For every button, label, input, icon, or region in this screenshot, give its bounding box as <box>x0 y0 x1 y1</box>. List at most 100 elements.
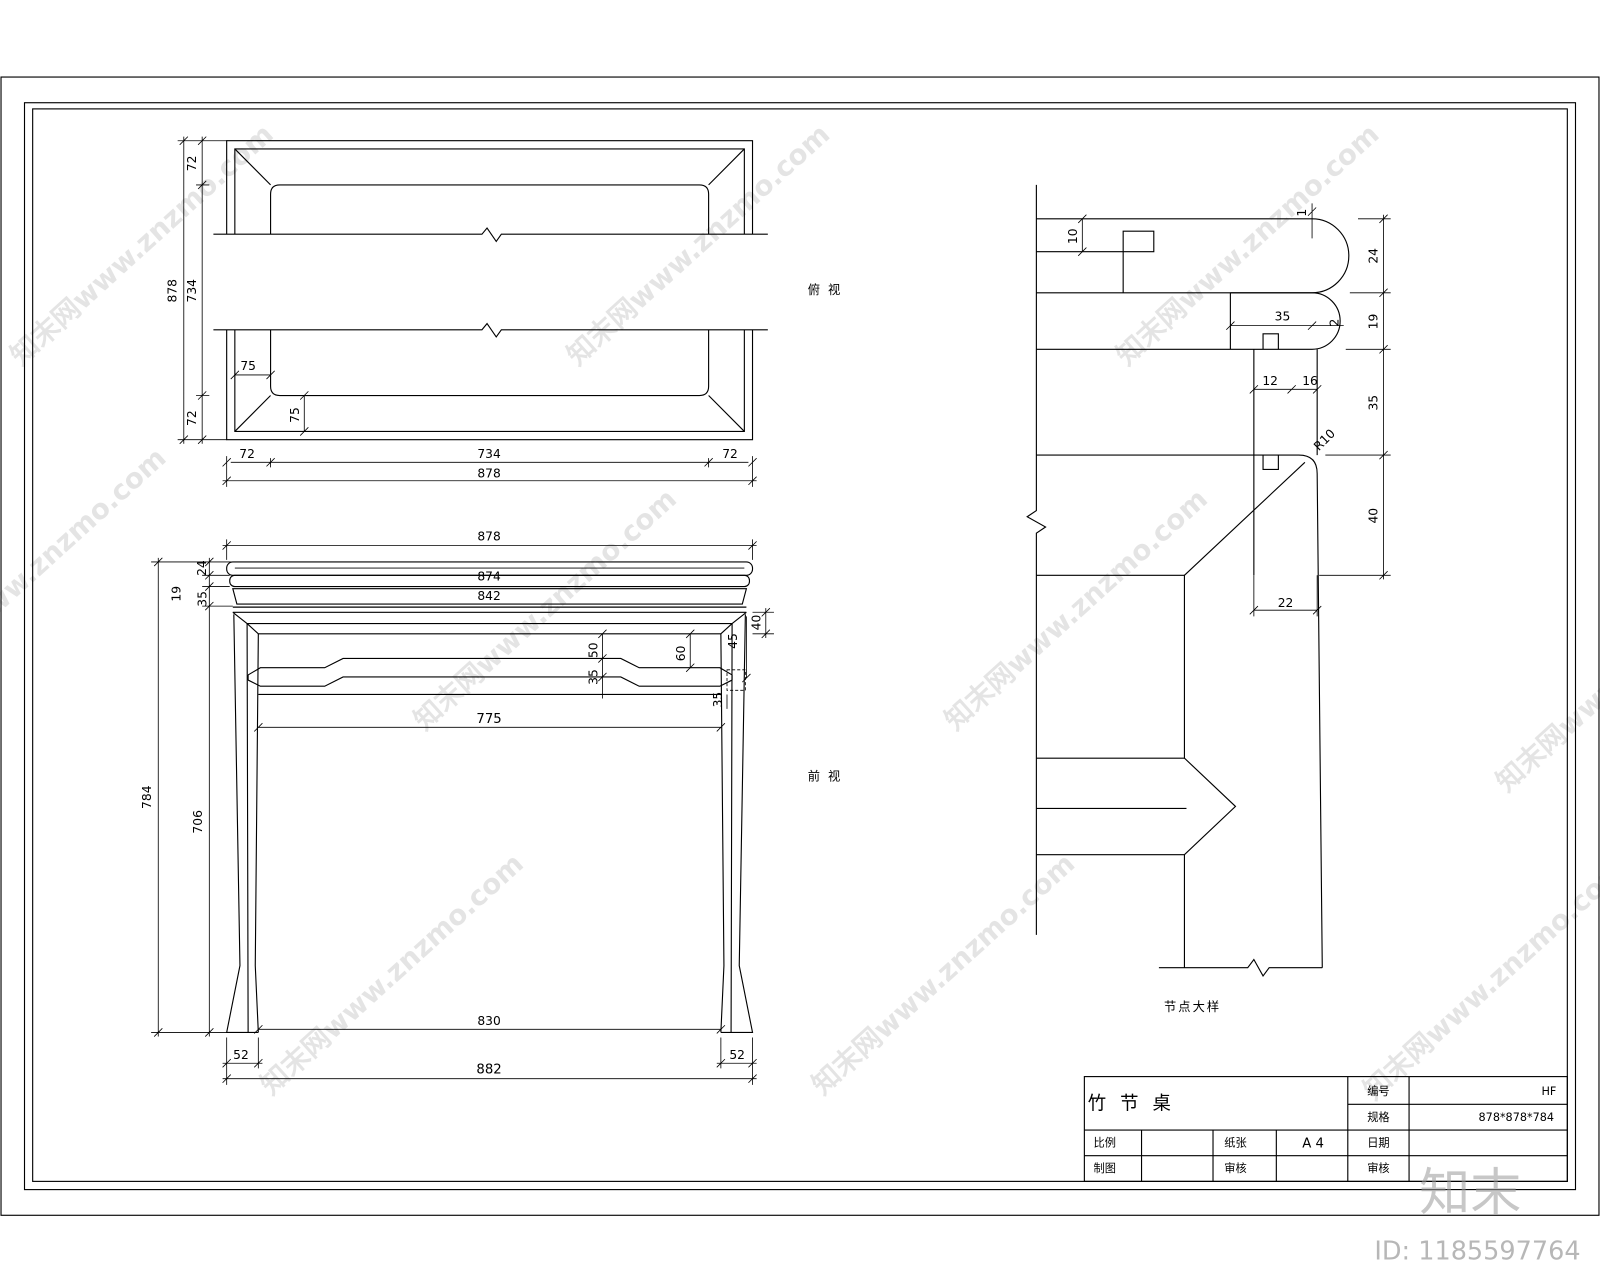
paper-value: A 4 <box>1302 1136 1324 1151</box>
spec-label: 规格 <box>1367 1110 1389 1124</box>
detail-miter <box>1184 461 1306 576</box>
dim-top-inset-v: 75 <box>288 407 302 423</box>
scale-label: 比例 <box>1094 1135 1116 1149</box>
top-view-label: 俯 视 <box>808 282 843 297</box>
top-view-dim-lines <box>177 136 757 487</box>
watermark-text: 知末网www.znzmo.com <box>407 482 683 737</box>
title-block-grid <box>1084 1076 1568 1182</box>
dim-front-bead2-thick: 19 <box>170 586 184 602</box>
dim-top-rail-top: 72 <box>185 155 199 171</box>
dim-detail-leg-width: 22 <box>1278 596 1294 610</box>
dim-top-inset-h: 75 <box>240 359 256 373</box>
dim-top-rail-right: 72 <box>722 447 738 461</box>
dim-front-foot-right: 52 <box>729 1048 745 1062</box>
brand-logo: 知末 <box>1419 1163 1521 1223</box>
check-label: 审核 <box>1224 1161 1246 1175</box>
dim-detail-tongue: 10 <box>1066 228 1080 244</box>
dim-top-rail-bottom: 72 <box>185 410 199 426</box>
detail-dims <box>1077 203 1391 617</box>
front-top-width-dim <box>222 539 757 560</box>
dim-front-total-height: 784 <box>140 785 154 809</box>
dim-detail-bead-thick: 19 <box>1366 314 1380 330</box>
dim-detail-rail-thick: 40 <box>1366 508 1380 524</box>
watermark-text: 知末网www.znzmo.com <box>1110 117 1386 372</box>
front-dims-left <box>151 557 233 1037</box>
dim-top-total-h: 878 <box>477 467 500 481</box>
left-leg <box>225 614 259 1033</box>
dim-front-stretcher: 35 <box>711 692 725 708</box>
watermark-text: 知末网www.znzmo.com <box>4 117 280 372</box>
top-view-panel-lower <box>270 329 710 397</box>
top-view-outer-upper <box>226 140 754 235</box>
dim-front-apron-depth: 60 <box>674 646 688 662</box>
dim-top-total-v: 878 <box>166 279 180 303</box>
dim-front-bead-thick: 24 <box>195 560 209 576</box>
title-block: 竹 节 桌 编号 HF 规格 878*878*784 比例 纸张 A 4 日期 … <box>1083 1076 1568 1182</box>
dim-detail-bead-width: 35 <box>1275 309 1291 323</box>
dim-front-top-bead: 874 <box>477 569 501 583</box>
break-line-upper <box>213 227 768 243</box>
source-stamp: 知末 ID: 1185597764 <box>1374 1163 1580 1266</box>
detail-view-label: 节点大样 <box>1164 999 1221 1014</box>
dim-front-foot-left: 52 <box>233 1048 249 1062</box>
frame-top-rail <box>232 611 747 635</box>
sheet-borders <box>0 76 1600 1216</box>
detail-rail <box>1036 574 1185 759</box>
watermark-text: 知末网www.znzmo.com <box>1489 544 1600 799</box>
dim-front-apron-upper: 50 <box>586 642 600 658</box>
watermark-text: 知末网www.znzmo.com <box>1357 852 1600 1107</box>
dim-detail-fillet: R10 <box>1311 426 1338 453</box>
dim-front-top-band: 842 <box>477 589 500 603</box>
dim-detail-leg-inner: 12 <box>1262 374 1278 388</box>
title-block-frame <box>1083 1076 1568 1182</box>
bamboo-stretcher <box>247 657 733 687</box>
detail-bead-groove <box>1262 333 1279 350</box>
detail-rail-groove <box>1262 455 1279 471</box>
date-label: 日期 <box>1367 1136 1389 1149</box>
drawing-title: 竹 节 桌 <box>1088 1093 1175 1114</box>
dim-front-base-width: 882 <box>476 1062 501 1077</box>
dim-front-leg-span: 830 <box>477 1014 500 1028</box>
front-view: 878 874 842 40 45 60 50 35 35 775 784 70… <box>140 529 843 1085</box>
top-view-rail-lower <box>234 329 745 433</box>
image-id: ID: 1185597764 <box>1374 1236 1580 1266</box>
top-view-miters <box>234 148 745 432</box>
dim-front-rail-depth: 40 <box>750 615 764 631</box>
top-view-rail-upper <box>234 148 745 235</box>
dim-top-inner-v: 734 <box>185 279 199 303</box>
detail-stretcher <box>1036 757 1237 856</box>
watermark-text: 知末网www.znzmo.com <box>0 441 172 696</box>
detail-leg-outline <box>1036 454 1323 968</box>
spec-value: 878*878*784 <box>1479 1111 1554 1124</box>
detail-wall-line <box>1026 184 1047 935</box>
dim-front-apron-lower: 35 <box>586 669 600 685</box>
approve-label: 审核 <box>1367 1161 1389 1175</box>
dim-front-rail-inset: 45 <box>726 633 740 649</box>
watermark-text: 知末网www.znzmo.com <box>938 482 1214 737</box>
top-view-panel-upper <box>270 184 710 235</box>
dim-detail-gap: 1 <box>1295 209 1309 217</box>
detail-top-board <box>1036 218 1350 294</box>
front-view-label: 前 视 <box>808 769 843 784</box>
watermark-text: 知末网www.znzmo.com <box>560 117 836 372</box>
dim-front-band-thick: 35 <box>195 591 209 607</box>
number-value: HF <box>1542 1085 1557 1098</box>
detail-bottom-break <box>1158 958 1323 977</box>
dim-detail-band-thick: 35 <box>1366 395 1380 411</box>
detail-view: 1 10 24 19 35 2 35 12 16 R10 40 22 节点大样 <box>1026 184 1391 1014</box>
dim-front-top-width: 878 <box>477 529 500 543</box>
detail-top-tongue <box>1036 230 1155 293</box>
outer-frame <box>0 76 1600 1216</box>
break-line-lower <box>213 322 768 338</box>
border-inner <box>32 108 1568 1182</box>
border-outer <box>23 102 1577 1191</box>
detail-band <box>1253 349 1318 576</box>
front-dims-inner <box>253 607 774 732</box>
watermark-text: 知末网www.znzmo.com <box>805 847 1081 1102</box>
dim-front-apron-span: 775 <box>476 712 501 727</box>
front-dims-bottom <box>222 1024 757 1085</box>
dim-detail-notch: 2 <box>1328 319 1342 327</box>
dim-detail-top-thick: 24 <box>1366 248 1380 264</box>
paper-label: 纸张 <box>1224 1136 1246 1149</box>
